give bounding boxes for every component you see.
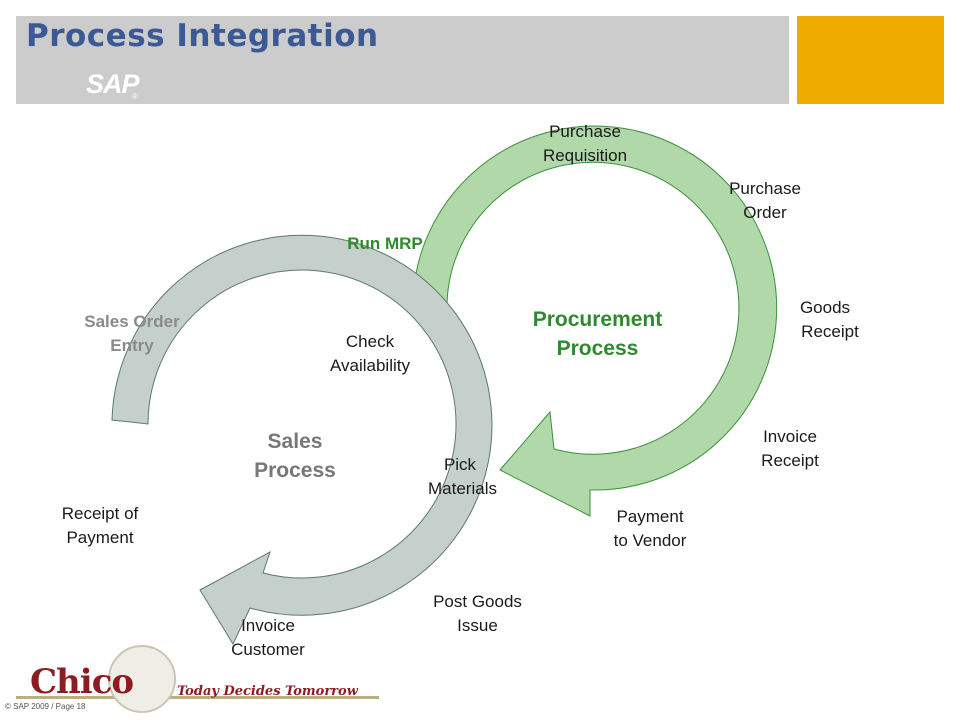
step-post-goods-issue-line1: Post Goods [433, 592, 522, 611]
copyright-footer: © SAP 2009 / Page 18 [5, 702, 86, 711]
footer-rule [16, 696, 379, 699]
procurement-title-line1: Procurement [532, 308, 663, 331]
step-payment-vendor-line2: to Vendor [613, 531, 687, 550]
sap-logo-box [797, 16, 944, 104]
step-receipt-payment-line1: Receipt of [61, 504, 139, 523]
step-invoice-customer-line1: Invoice [241, 616, 295, 635]
university-seal-icon [108, 645, 176, 713]
step-purchase-order-line2: Order [743, 203, 787, 222]
procurement-title-line2: Process [556, 337, 639, 360]
sap-logo-registered: ® [132, 92, 138, 101]
chico-logo: Chico [30, 662, 134, 702]
step-invoice-receipt-line1: Invoice [763, 427, 817, 446]
page-title: Process Integration [26, 18, 379, 54]
step-payment-vendor-line1: Payment [616, 507, 684, 526]
sap-logo: SAP [86, 69, 140, 99]
procurement-cycle-arrow [412, 125, 778, 517]
step-sales-order-line1: Sales Order [84, 312, 180, 331]
title-bar [16, 16, 789, 104]
sales-cycle-arrow [111, 234, 493, 646]
step-purchase-order-line1: Purchase [729, 179, 801, 198]
step-receipt-payment-line2: Payment [66, 528, 134, 547]
step-run-mrp: Run MRP [347, 234, 423, 253]
step-goods-receipt-line1: Goods [799, 298, 851, 317]
step-pick-materials-line2: Materials [428, 479, 497, 498]
step-check-availability-line2: Availability [329, 356, 410, 375]
chico-tagline: Today Decides Tomorrow [177, 684, 358, 699]
sales-title-line2: Process [254, 459, 336, 482]
step-goods-receipt-line2: Receipt [801, 322, 859, 341]
step-invoice-receipt-line2: Receipt [761, 451, 819, 470]
step-check-availability-line1: Check [345, 332, 395, 351]
step-sales-order-line2: Entry [110, 336, 154, 355]
step-purchase-requisition-line2: Requisition [542, 146, 628, 165]
step-post-goods-issue-line2: Issue [457, 616, 498, 635]
step-invoice-customer-line2: Customer [231, 640, 305, 659]
step-pick-materials-line1: Pick [443, 455, 477, 474]
step-purchase-requisition-line1: Purchase [549, 122, 621, 141]
sales-title-line1: Sales [267, 430, 323, 453]
